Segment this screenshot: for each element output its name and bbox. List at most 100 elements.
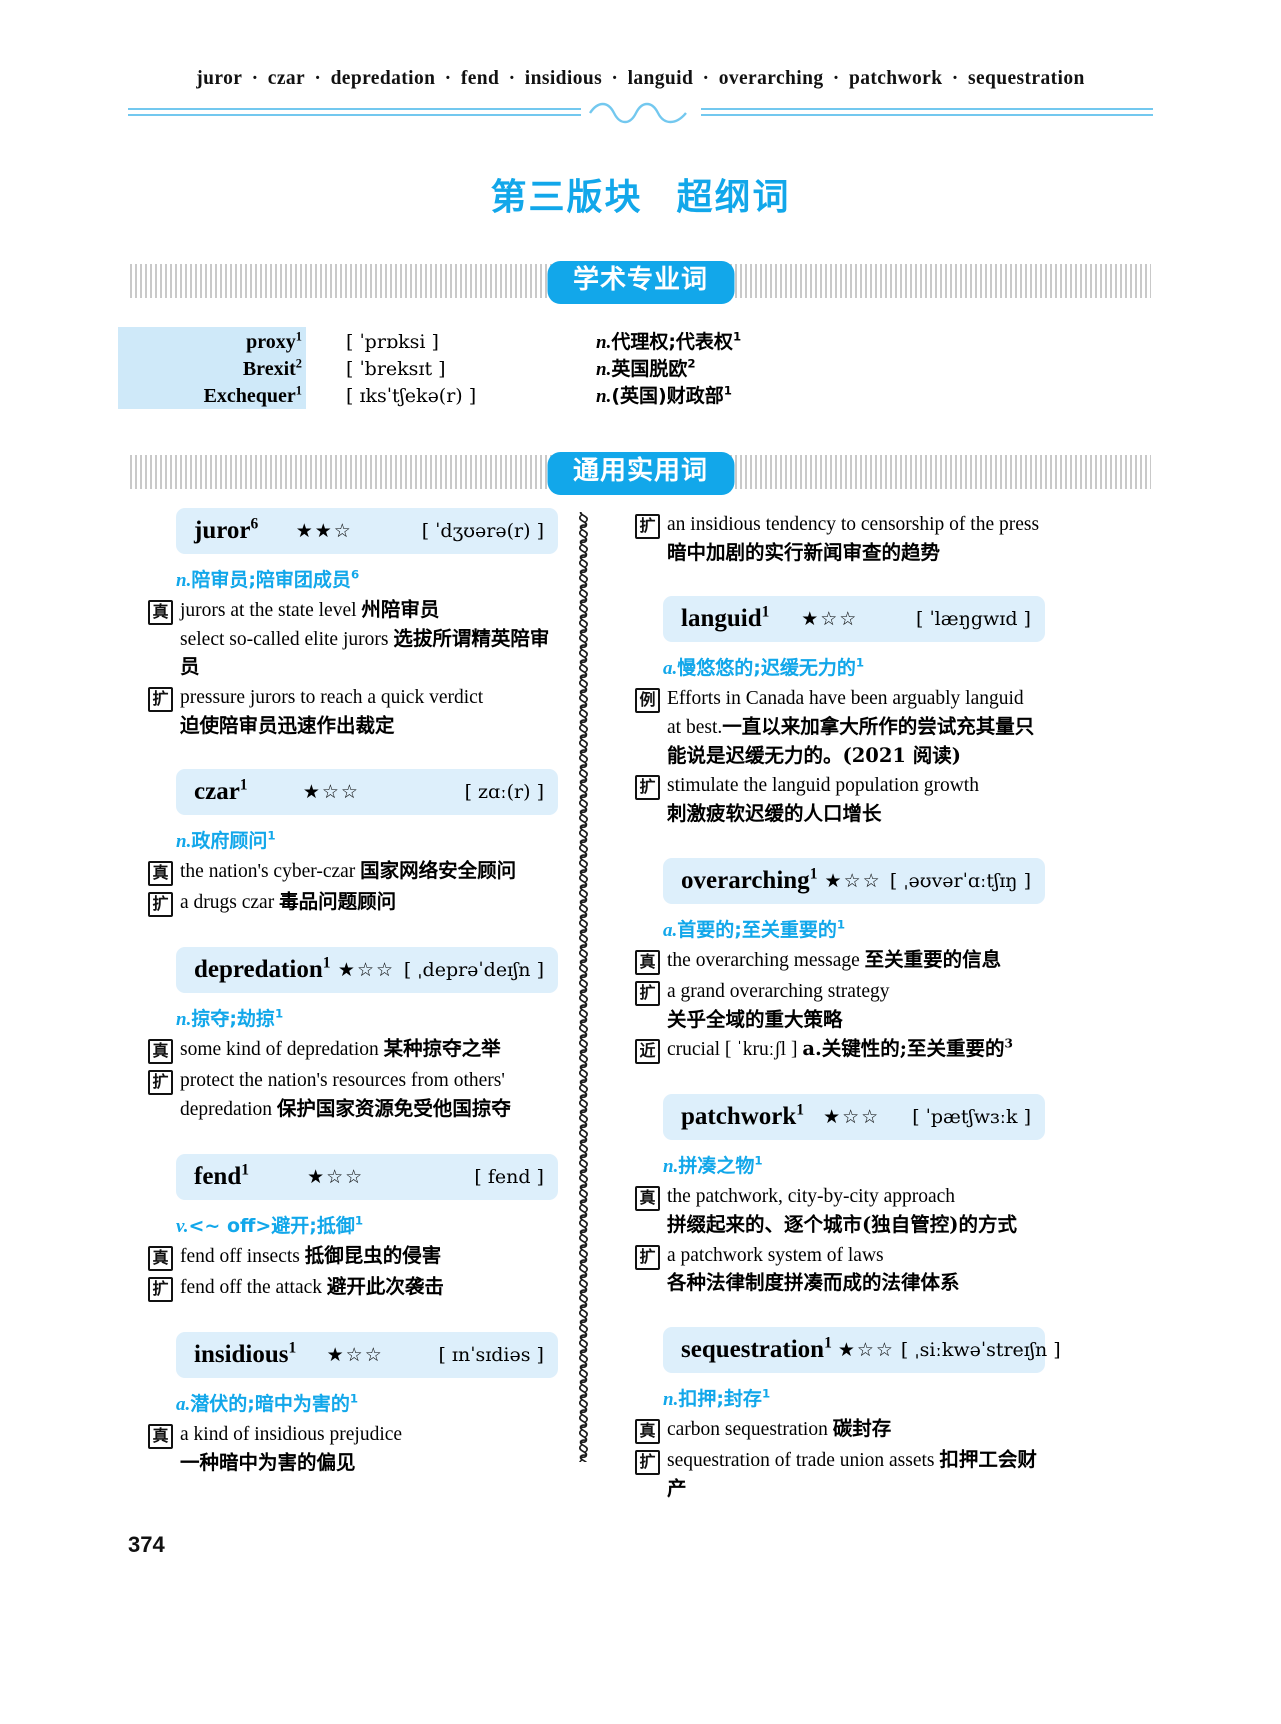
word-columns: §§§§§§§§§§§§§§§§§§§§§§§§§§§§§§§§§§§§§§§§… <box>0 508 1281 1500</box>
word-entry: sequestration1★☆☆[ ˌsiːkwəˈstreɪʃn ]n.扣押… <box>635 1326 1061 1502</box>
word-definition: n.拼凑之物1 <box>663 1153 763 1178</box>
word-difficulty-stars: ★☆☆ <box>837 1338 895 1361</box>
example-text: a drugs czar 毒品问题顾问 <box>180 888 558 917</box>
word-headword: insidious1 <box>194 1339 297 1368</box>
example-line-en: Efforts in Canada have been arguably lan… <box>667 688 1024 710</box>
example-line-zh: 国家网络安全顾问 <box>360 859 517 883</box>
example-line: fend off insects 抵御昆虫的侵害 <box>180 1242 558 1271</box>
word-entry-header: fend1★☆☆[ fend ] <box>176 1153 558 1200</box>
running-head-word: czar <box>267 68 306 89</box>
example-text: the nation's cyber-czar 国家网络安全顾问 <box>180 857 558 886</box>
example-type-icon: 扩 <box>635 1244 660 1270</box>
example-line-en: depredation <box>180 1099 277 1121</box>
example-line: pressure jurors to reach a quick verdict <box>180 683 558 712</box>
example-line-zh: 某种掠夺之举 <box>383 1037 501 1061</box>
example-line: Efforts in Canada have been arguably lan… <box>667 684 1045 713</box>
word-phonetic: [ ˈpætʃwɜːk ] <box>912 1106 1031 1129</box>
word-definition: n.扣押;封存1 <box>663 1386 771 1410</box>
example-line: at best.一直以来加拿大所作的尝试充其量只 <box>667 713 1045 742</box>
example-type-icon: 真 <box>148 600 173 625</box>
word-difficulty-stars: ★☆☆ <box>823 1106 881 1129</box>
academic-word-row: Exchequer1[ ɪksˈtʃekə(r) ]n.(英国)财政部1 <box>118 381 1058 408</box>
example-line-en: an insidious tendency to censorship of t… <box>667 514 1040 535</box>
example-item: 扩 sequestration of trade union assets 扣押工… <box>635 1446 1045 1502</box>
example-type-icon: 扩 <box>148 687 173 713</box>
word-headword: sequestration1 <box>681 1334 832 1363</box>
example-line-en: some kind of depredation <box>180 1039 384 1061</box>
example-line-en: sequestration of trade union assets <box>667 1449 940 1471</box>
word-difficulty-stars: ★☆☆ <box>302 781 360 804</box>
example-line: crucial [ ˈkruːʃl ] a.关键性的;至关重要的3 <box>667 1035 1045 1064</box>
example-line: a grand overarching strategy <box>667 977 1045 1006</box>
example-line: 关乎全域的重大策略 <box>667 1006 1045 1034</box>
example-type-icon: 扩 <box>635 1449 660 1475</box>
example-text: fend off the attack 避开此次袭击 <box>180 1273 558 1302</box>
academic-word: proxy1 <box>246 329 302 353</box>
example-type-icon: 扩 <box>635 775 660 801</box>
academic-word-phonetic: [ ɪksˈtʃekə(r) ] <box>346 385 477 407</box>
running-head-separator: · <box>439 68 457 89</box>
example-text: Efforts in Canada have been arguably lan… <box>667 684 1045 769</box>
academic-word-definition: n.代理权;代表权1 <box>596 329 742 353</box>
word-definition: a.潜伏的;暗中为害的1 <box>176 1391 359 1415</box>
word-definition: a.慢悠悠的;迟缓无力的1 <box>663 656 865 680</box>
example-line: depredation 保护国家资源免受他国掠夺 <box>180 1095 558 1124</box>
example-text: crucial [ ˈkruːʃl ] a.关键性的;至关重要的3 <box>667 1035 1045 1064</box>
word-headword: languid1 <box>681 604 770 633</box>
example-line-zh: 至关重要的信息 <box>864 947 1002 971</box>
example-line: 暗中加剧的实行新闻审查的趋势 <box>667 539 1045 567</box>
word-phonetic: [ ˈdʒʊərə(r) ] <box>421 520 544 542</box>
running-head-word: juror <box>196 68 243 89</box>
word-phonetic: [ zɑː(r) ] <box>464 781 544 804</box>
example-line-en: stimulate the languid population growth <box>667 775 979 797</box>
word-headword: overarching1 <box>681 865 818 894</box>
word-difficulty-stars: ★☆☆ <box>326 1343 384 1366</box>
word-headword: patchwork1 <box>681 1101 805 1131</box>
example-line-en: the nation's cyber-czar <box>180 861 361 883</box>
example-line-zh: 能说是迟缓无力的。(2021 阅读) <box>667 743 962 767</box>
academic-word: Brexit2 <box>242 356 302 380</box>
example-item: 扩 a drugs czar 毒品问题顾问 <box>148 888 558 918</box>
section-pill-academic: 学术专业词 <box>546 261 735 304</box>
example-item: 扩 pressure jurors to reach a quick verdic… <box>148 683 558 739</box>
example-type-icon: 真 <box>635 1186 660 1212</box>
word-phonetic: [ ˌəʊvərˈɑːtʃɪŋ ] <box>889 869 1031 892</box>
example-line-zh: 扣押工会财产 <box>667 1447 1037 1500</box>
example-line-en: select so-called elite jurors <box>180 628 394 650</box>
example-line-zh: 碳封存 <box>832 1416 892 1440</box>
example-item: 真 carbon sequestration 碳封存 <box>635 1415 1045 1444</box>
example-type-icon: 真 <box>635 1418 660 1444</box>
example-text: an insidious tendency to censorship of t… <box>667 510 1045 566</box>
example-type-icon: 真 <box>635 949 660 975</box>
example-line-en: carbon sequestration <box>667 1418 833 1440</box>
header-rule <box>128 100 1153 126</box>
example-line-zh: 各种法律制度拼凑而成的法律体系 <box>667 1271 960 1295</box>
word-column-right: 扩 an insidious tendency to censorship of … <box>635 508 1061 1532</box>
word-definition: n.掠夺;劫掠1 <box>176 1007 284 1031</box>
example-line: sequestration of trade union assets 扣押工会… <box>667 1446 1045 1502</box>
example-line-zh: 一种暗中为害的偏见 <box>180 1450 356 1474</box>
example-type-icon: 扩 <box>148 892 173 918</box>
running-head-word: overarching <box>718 68 824 89</box>
word-difficulty-stars: ★☆☆ <box>337 959 396 982</box>
example-line: stimulate the languid population growth <box>667 771 1045 800</box>
running-head-separator: · <box>246 68 264 89</box>
running-head-word: insidious <box>524 68 603 89</box>
academic-word-definition: n.英国脱欧2 <box>596 356 696 380</box>
word-headword: fend1 <box>194 1161 249 1190</box>
